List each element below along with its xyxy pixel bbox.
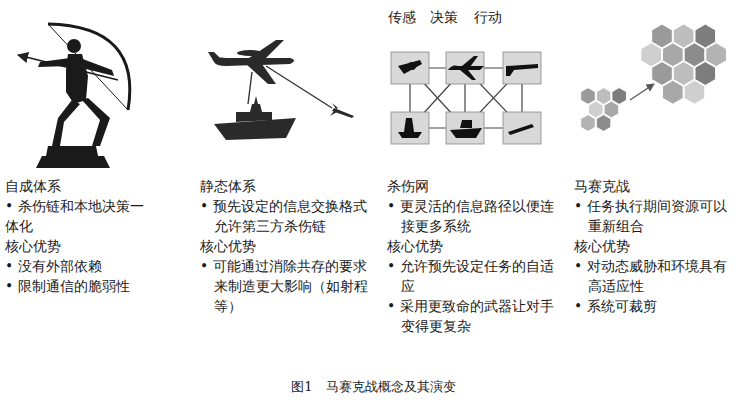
mosaic-tiles [663,80,684,104]
mosaic-tiles [706,43,727,67]
mosaic-tiles [663,43,684,67]
section-heading: 核心优势 [5,236,157,256]
kill-web-node [503,112,541,144]
panel-heading: 静态体系 [200,176,368,196]
mosaic-tiles [652,62,673,86]
panel-heading: 自成体系 [5,176,157,196]
kill-web-icons [508,124,534,135]
mosaic-tiles [581,88,596,105]
mosaic-tiles [684,43,705,67]
bullet-text: • 可能通过消除共存的要求来制造更大影响（如射程等） [200,256,368,316]
mosaic-tiles [695,24,716,48]
awacs-aircraft [208,52,222,62]
archer-statue [38,58,70,67]
bow [48,24,128,110]
mosaic-tiles [641,43,662,67]
warship [236,104,272,122]
kill-web-icons [462,56,478,67]
kill-web-icons [460,70,476,80]
kill-web-icons [398,56,538,138]
mosaic-tiles [652,24,673,48]
bullet-text: • 更灵活的信息路径以便连接更多系统 [387,196,555,236]
panel-heading: 杀伤网 [387,176,555,196]
kill-web-icons [460,120,472,128]
warship [214,118,296,140]
kill-web-icons [404,118,414,132]
kill-web-node [446,52,484,84]
mosaic-tiles [684,80,705,104]
kill-web-node [391,112,429,144]
links [248,72,252,104]
bullet-text: • 对动态威胁和环境具有高适应性 [574,256,739,296]
text-column: 静态体系• 预先设定的信息交换格式允许第三方杀伤链核心优势• 可能通过消除共存的… [200,176,368,316]
text-column: 杀伤网• 更灵活的信息路径以便连接更多系统核心优势• 允许预先设定任务的自适应•… [387,176,555,336]
figure-caption: 图1 马赛克战概念及其演变 [0,378,747,396]
missile [332,108,354,118]
awacs-aircraft [246,64,276,84]
missile [330,103,354,118]
kill-web-node [446,112,484,144]
mosaic-tiles [581,24,727,131]
archer-statue [82,98,110,146]
bullet-text: • 允许预先设定任务的自适应 [387,256,555,296]
mosaic-tiles [596,115,611,132]
section-heading: 核心优势 [387,236,555,256]
kill-web-icons [506,64,538,76]
stage-label: 决策 [430,8,458,26]
awacs-aircraft [208,40,294,84]
kill-web-icons [450,128,482,138]
bullet-text: • 系统可裁剪 [574,296,739,316]
bow [18,24,130,110]
bow [48,24,130,110]
text-column: 马赛克战• 任务执行期间资源可以重新组合核心优势• 对动态威胁和环境具有高适应性… [574,176,739,316]
links [266,66,332,108]
text-column: 自成体系• 杀伤链和本地决策一体化核心优势• 没有外部依赖• 限制通信的脆弱性 [5,176,157,296]
kill-web-node [503,52,541,84]
warship [254,96,258,104]
stage-label: 传感 [388,8,416,26]
section-heading: 核心优势 [200,236,368,256]
mosaic-tiles [589,101,604,118]
archer-statue [36,156,110,168]
bullet-text: • 任务执行期间资源可以重新组合 [574,196,739,236]
warship [214,96,296,140]
mosaic-tiles [596,88,611,105]
archer-statue [80,58,114,76]
kill-web-node [391,52,429,84]
recombine-arrow [630,84,654,100]
bullet-text: • 采用更致命的武器让对手变得更复杂 [387,296,555,336]
mosaic-tiles [673,24,694,48]
mosaic-tiles [695,62,716,86]
stage-label: 行动 [474,8,502,26]
bow [18,55,118,80]
awacs-aircraft [237,50,263,56]
missile [332,103,338,109]
kill-web-icons [408,62,416,70]
mosaic-tiles [581,115,596,132]
mosaic-tiles [673,62,694,86]
section-heading: 核心优势 [574,236,739,256]
archer-statue [46,146,98,156]
missile [330,111,337,116]
bullet-text: • 杀伤链和本地决策一体化 [5,196,157,236]
archer-statue [52,100,80,146]
bullet-text: • 预先设定的信息交换格式允许第三方杀伤链 [200,196,368,236]
kill-web-icons [398,132,422,138]
bullet-text: • 限制通信的脆弱性 [5,276,157,296]
archer-statue [36,39,114,168]
bullet-text: • 没有外部依赖 [5,256,157,276]
kill-web-node [391,52,541,144]
mosaic-tiles [604,101,619,118]
panel-heading: 马赛克战 [574,176,739,196]
mosaic-tiles [612,88,627,105]
kill-web-icons [398,60,422,74]
